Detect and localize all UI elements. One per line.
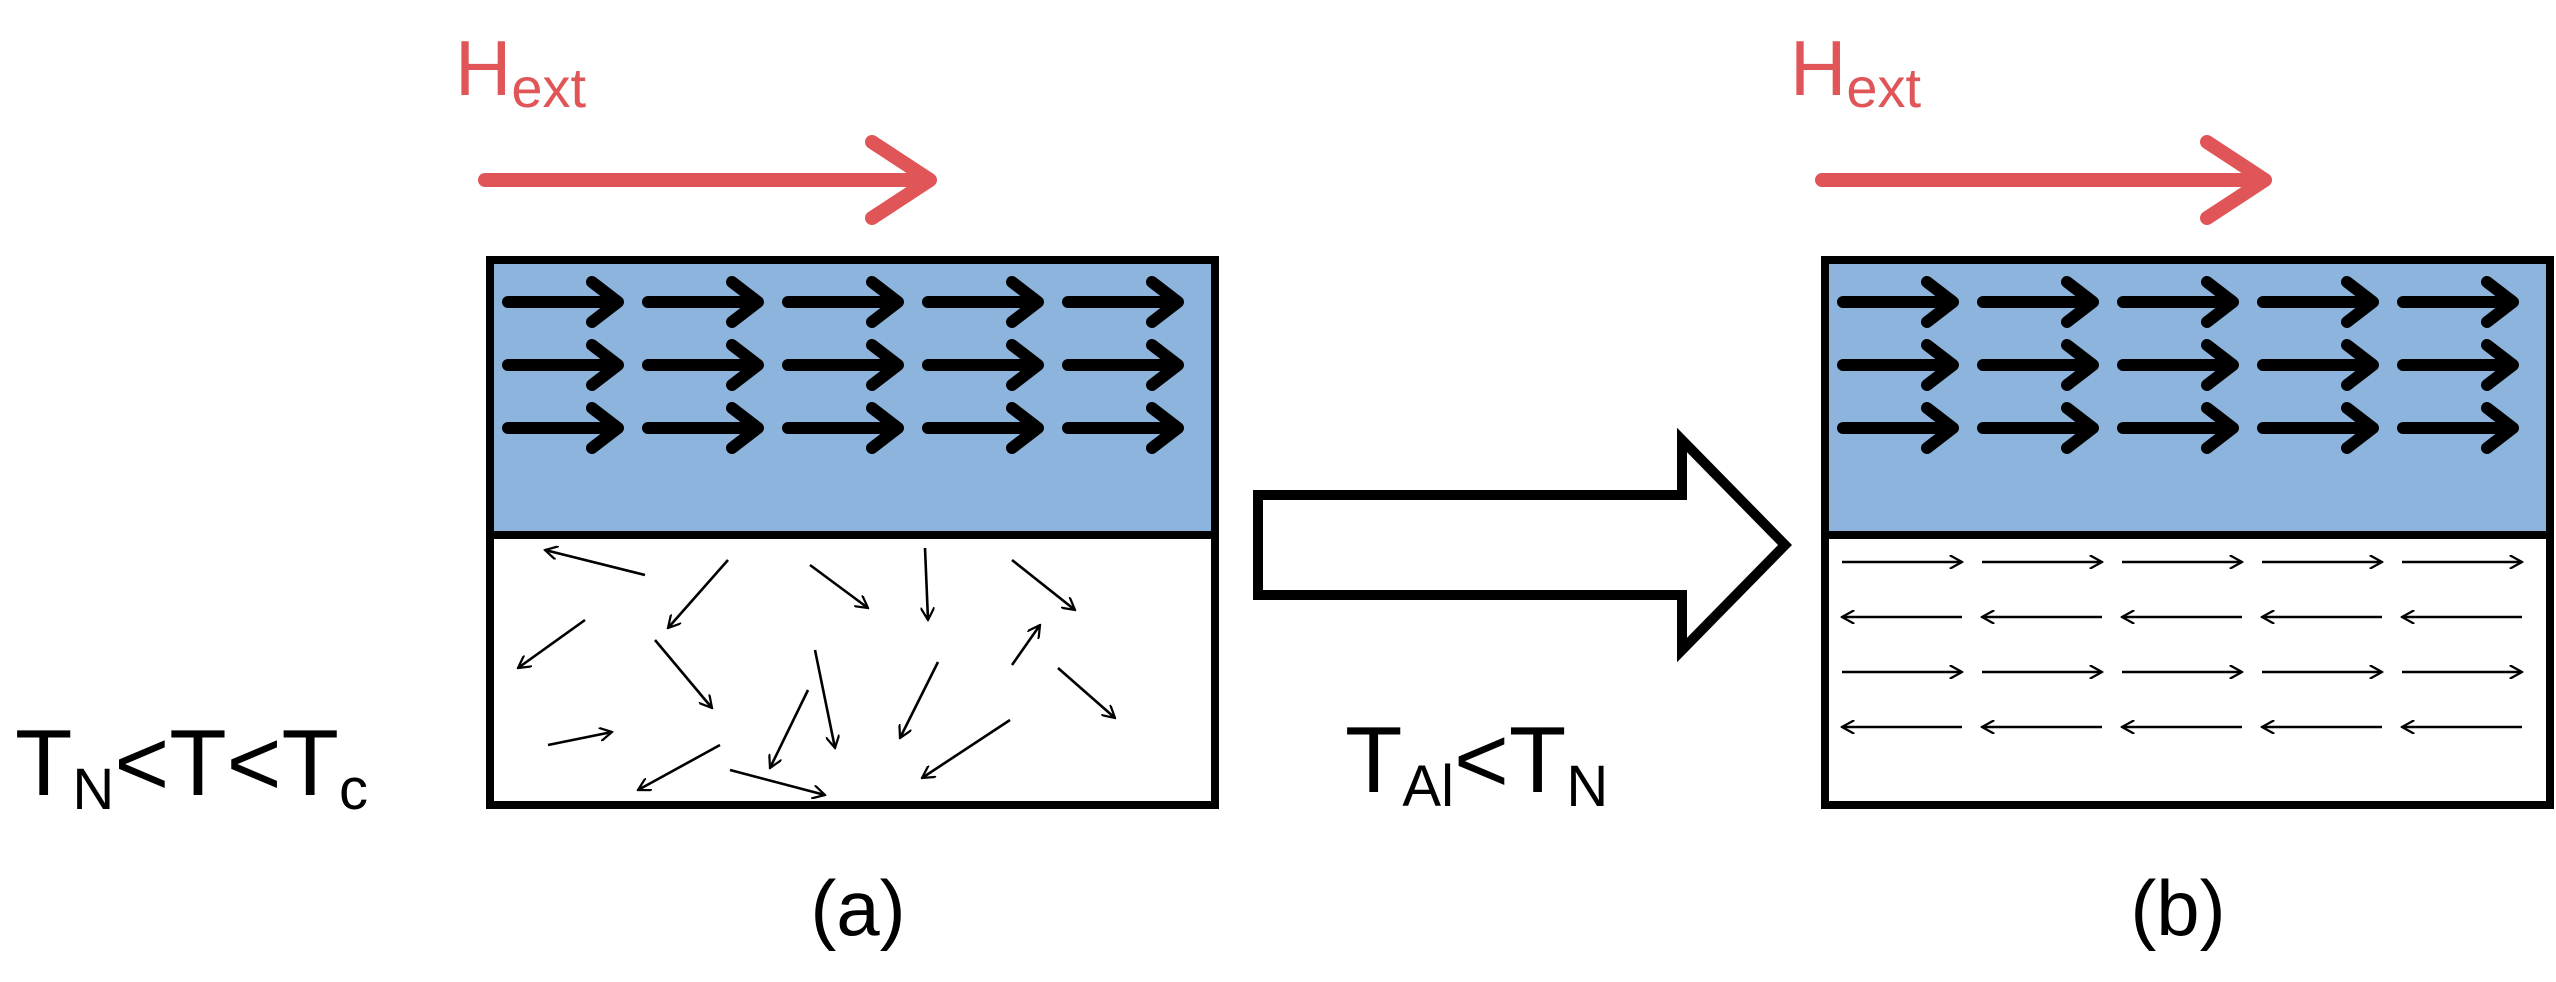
spin-arrow-icon (1062, 339, 1184, 391)
spin-arrow-icon (1062, 402, 1184, 454)
spin-arrow-icon (809, 563, 868, 608)
spin-arrow-icon (642, 402, 764, 454)
panel-tag-a: (a) (810, 864, 905, 952)
spin-arrow-icon (2117, 276, 2239, 328)
spin-arrow-icon (813, 649, 835, 748)
spin-arrow-icon (1977, 402, 2099, 454)
spin-arrow-icon (1977, 339, 2099, 391)
field-label-sub: ext (1846, 56, 1921, 119)
panel-b: Hext (b) (1790, 24, 2554, 952)
spin-arrow-icon (2117, 402, 2239, 454)
field-label-main: H (455, 24, 511, 112)
transition: TAl<TN (1253, 427, 1793, 819)
spin-arrow-icon (2397, 402, 2519, 454)
spin-arrow-icon (2257, 276, 2379, 328)
field-label-sub: ext (511, 56, 586, 119)
spin-arrow-icon (900, 661, 940, 738)
random-spins-a (518, 548, 1115, 795)
field-label-main: H (1790, 24, 1846, 112)
spin-arrow-icon (642, 339, 764, 391)
spin-arrow-icon (1837, 339, 1959, 391)
spin-arrow-icon (922, 718, 1011, 778)
temperature-condition-transition: TAl<TN (1345, 707, 1608, 819)
spin-arrow-icon (782, 276, 904, 328)
spin-arrow-icon (502, 339, 624, 391)
spin-arrow-icon (642, 276, 764, 328)
antiferromagnet-layer-b (1821, 531, 2554, 809)
temperature-condition-a: TN<T<Tc (15, 710, 368, 822)
panel-tag-b: (b) (2130, 864, 2225, 952)
spin-arrow-icon (502, 402, 624, 454)
spin-arrow-icon (668, 559, 729, 628)
spin-arrow-icon (638, 743, 721, 790)
antiferromagnet-layer-a (486, 531, 1219, 809)
spin-arrow-icon (922, 339, 1044, 391)
spin-arrow-icon (782, 402, 904, 454)
spin-arrow-icon (922, 276, 1044, 328)
spin-arrow-icon (502, 276, 624, 328)
spin-arrow-icon (1062, 276, 1184, 328)
spin-arrow-icon (2117, 339, 2239, 391)
field-label-a: Hext (455, 24, 586, 119)
spin-arrow-icon (2397, 339, 2519, 391)
spin-arrow-icon (925, 547, 928, 620)
spin-arrow-icon (922, 402, 1044, 454)
spin-arrow-icon (1977, 276, 2099, 328)
spin-arrow-icon (547, 732, 612, 747)
spin-arrow-icon (2257, 402, 2379, 454)
hollow-arrow-right-icon (1253, 427, 1793, 663)
field-arrow-icon (1815, 135, 2272, 225)
antiparallel-spins-b (1842, 562, 2522, 727)
field-label-b: Hext (1790, 24, 1921, 119)
spin-arrow-icon (1837, 276, 1959, 328)
spin-arrow-icon (782, 339, 904, 391)
field-arrow-icon (478, 135, 937, 225)
spin-arrow-icon (1011, 558, 1075, 610)
spin-arrow-icon (1837, 402, 1959, 454)
spin-arrow-icon (2397, 276, 2519, 328)
ferromagnet-spins-a (502, 276, 1184, 454)
spin-arrow-icon (770, 689, 810, 768)
spin-arrow-icon (1057, 667, 1115, 718)
panel-a: Hext TN<T<Tc (a) (15, 24, 1219, 952)
spin-arrow-icon (2257, 339, 2379, 391)
spin-arrow-icon (729, 768, 825, 795)
spin-arrow-icon (545, 550, 646, 577)
spin-arrow-icon (518, 618, 586, 668)
spin-arrow-icon (1010, 625, 1040, 666)
spin-arrow-icon (654, 639, 712, 708)
ferromagnet-spins-b (1837, 276, 2519, 454)
